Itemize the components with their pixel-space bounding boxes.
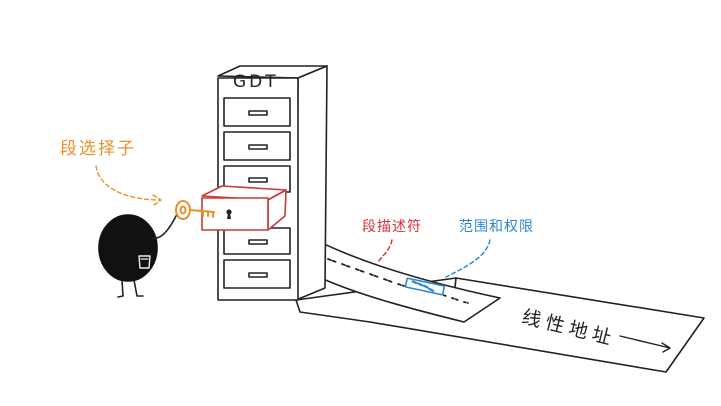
range-permission-label: 范围和权限 bbox=[459, 219, 534, 235]
segment-selector-label: 段选择子 bbox=[60, 139, 136, 159]
cabinet-icon bbox=[217, 65, 328, 301]
character-figure bbox=[98, 214, 177, 298]
range-pointer bbox=[445, 239, 491, 278]
selector-pointer bbox=[95, 165, 162, 206]
keyhole-icon bbox=[226, 209, 232, 219]
key-icon bbox=[175, 200, 215, 220]
gdt-label: GDT bbox=[233, 72, 279, 92]
arrow-right-icon bbox=[619, 335, 671, 353]
segment-descriptor-label: 段描述符 bbox=[362, 219, 422, 235]
descriptor-drawer bbox=[201, 185, 287, 231]
descriptor-pointer bbox=[377, 239, 393, 263]
range-box bbox=[404, 277, 446, 296]
